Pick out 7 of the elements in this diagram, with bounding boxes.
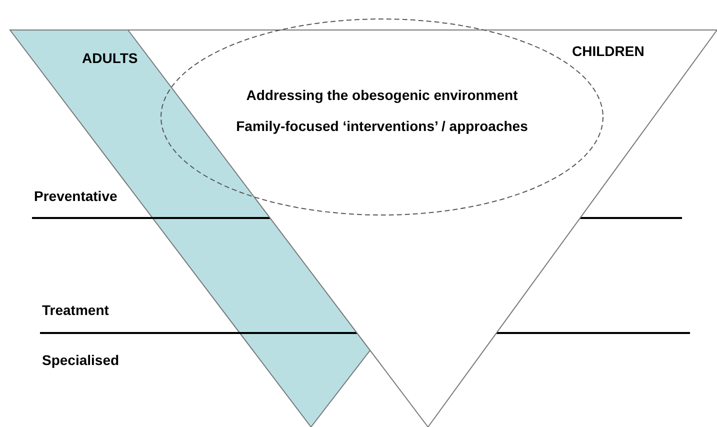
level-label: Preventative bbox=[34, 188, 118, 204]
node-label: Family-focused ‘interventions’ / approaches bbox=[236, 118, 528, 134]
node-label: Addressing the obesogenic environment bbox=[246, 87, 518, 103]
node-label: ADULTS bbox=[82, 50, 138, 66]
level-label: Specialised bbox=[42, 352, 120, 368]
node-label: CHILDREN bbox=[572, 43, 644, 59]
level-label: Treatment bbox=[42, 302, 109, 318]
